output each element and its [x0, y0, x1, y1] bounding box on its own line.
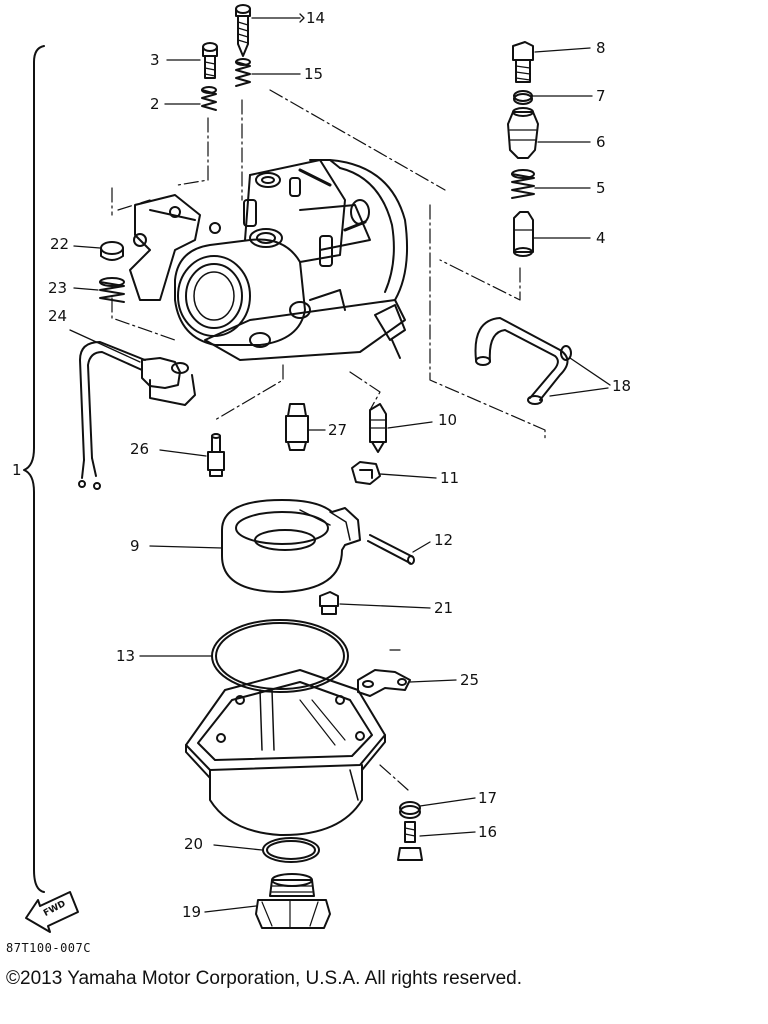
callout-25: 25	[460, 671, 480, 689]
callout-26: 26	[130, 440, 150, 458]
copyright-notice: ©2013 Yamaha Motor Corporation, U.S.A. A…	[6, 968, 522, 989]
callout-9: 9	[130, 537, 140, 555]
callout-8: 8	[596, 39, 606, 57]
part-15-spring	[236, 59, 250, 86]
part-13-gasket	[212, 620, 348, 692]
part-12-pin	[368, 535, 414, 564]
callout-17: 17	[478, 789, 498, 807]
callout-4: 4	[596, 229, 606, 247]
part-22-cap	[101, 242, 123, 260]
callout-21: 21	[434, 599, 454, 617]
callout-18: 18	[612, 377, 632, 395]
float-bowl	[186, 670, 385, 835]
part-27-jet	[286, 404, 308, 450]
part-6-fitting	[508, 108, 538, 158]
part-16-screw	[398, 822, 422, 860]
callout-20: 20	[184, 835, 204, 853]
callout-27: 27	[328, 421, 348, 439]
carburetor-body	[130, 160, 407, 360]
part-26-jet	[208, 434, 224, 476]
part-18-hose	[476, 318, 572, 404]
callout-23: 23	[48, 279, 68, 297]
callout-15: 15	[304, 65, 324, 83]
callout-24: 24	[48, 307, 68, 325]
part-4-plunger	[514, 212, 533, 256]
part-20-o-ring	[263, 838, 319, 862]
assembly-bracket	[24, 46, 44, 892]
callout-1: 1	[12, 461, 22, 479]
part-7-washer	[514, 91, 532, 104]
callout-2: 2	[150, 95, 160, 113]
part-17-washer	[400, 802, 420, 818]
callout-22: 22	[50, 235, 70, 253]
fwd-arrow-icon	[26, 892, 78, 932]
part-3-screw	[203, 43, 217, 78]
callout-11: 11	[440, 469, 460, 487]
callout-6: 6	[596, 133, 606, 151]
callout-13: 13	[116, 647, 136, 665]
part-21-screw	[320, 592, 338, 614]
callout-12: 12	[434, 531, 454, 549]
part-9-float	[222, 500, 360, 592]
callout-leader-lines	[70, 14, 610, 912]
callout-19: 19	[182, 903, 202, 921]
part-10-needle-valve	[370, 404, 386, 452]
part-14-screw	[236, 5, 250, 56]
part-23-spring	[100, 278, 124, 302]
part-8-screw	[513, 42, 533, 82]
part-5-spring	[512, 170, 534, 198]
figure-code: 87T100-007C	[6, 941, 91, 955]
assembly-leader-lines	[112, 90, 545, 790]
part-2-spring	[202, 87, 216, 110]
callout-14: 14	[306, 9, 326, 27]
part-24-sensor-cable	[79, 342, 195, 489]
callout-3: 3	[150, 51, 160, 69]
callout-7: 7	[596, 87, 606, 105]
part-11-clip	[352, 462, 380, 484]
callout-10: 10	[438, 411, 458, 429]
callout-5: 5	[596, 179, 606, 197]
part-19-drain-plug	[256, 874, 330, 928]
callout-16: 16	[478, 823, 498, 841]
part-25-bracket	[358, 670, 410, 696]
